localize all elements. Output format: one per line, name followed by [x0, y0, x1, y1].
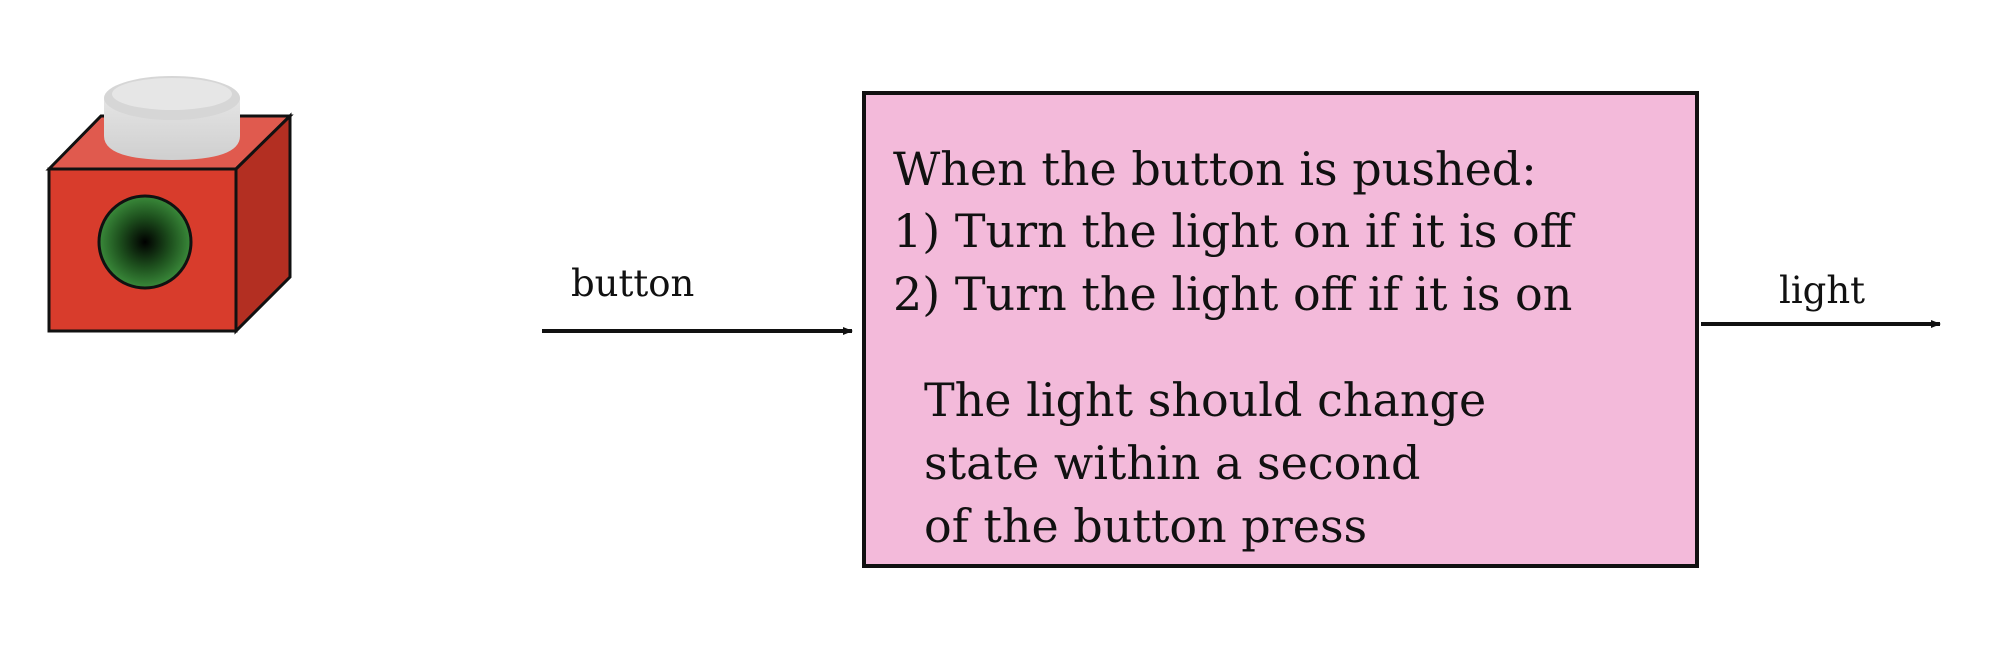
- push-button-with-lamp-icon: [45, 76, 294, 335]
- spec-rule-2-text: 2) Turn the light off if it is on: [893, 267, 1573, 321]
- spec-timing-line-2: state within a second: [924, 436, 1421, 490]
- specification-box: [862, 91, 1699, 568]
- spec-timing-line-3: of the button press: [924, 499, 1368, 553]
- button-cap-icon: [104, 76, 240, 160]
- spec-timing-line-1: The light should change: [924, 373, 1487, 427]
- output-label: light: [1779, 269, 1866, 312]
- lamp-icon: [97, 194, 193, 290]
- input-label: button: [571, 262, 695, 305]
- spec-rule-1-text: 1) Turn the light on if it is off: [893, 204, 1573, 258]
- spec-trigger-text: When the button is pushed:: [893, 142, 1537, 196]
